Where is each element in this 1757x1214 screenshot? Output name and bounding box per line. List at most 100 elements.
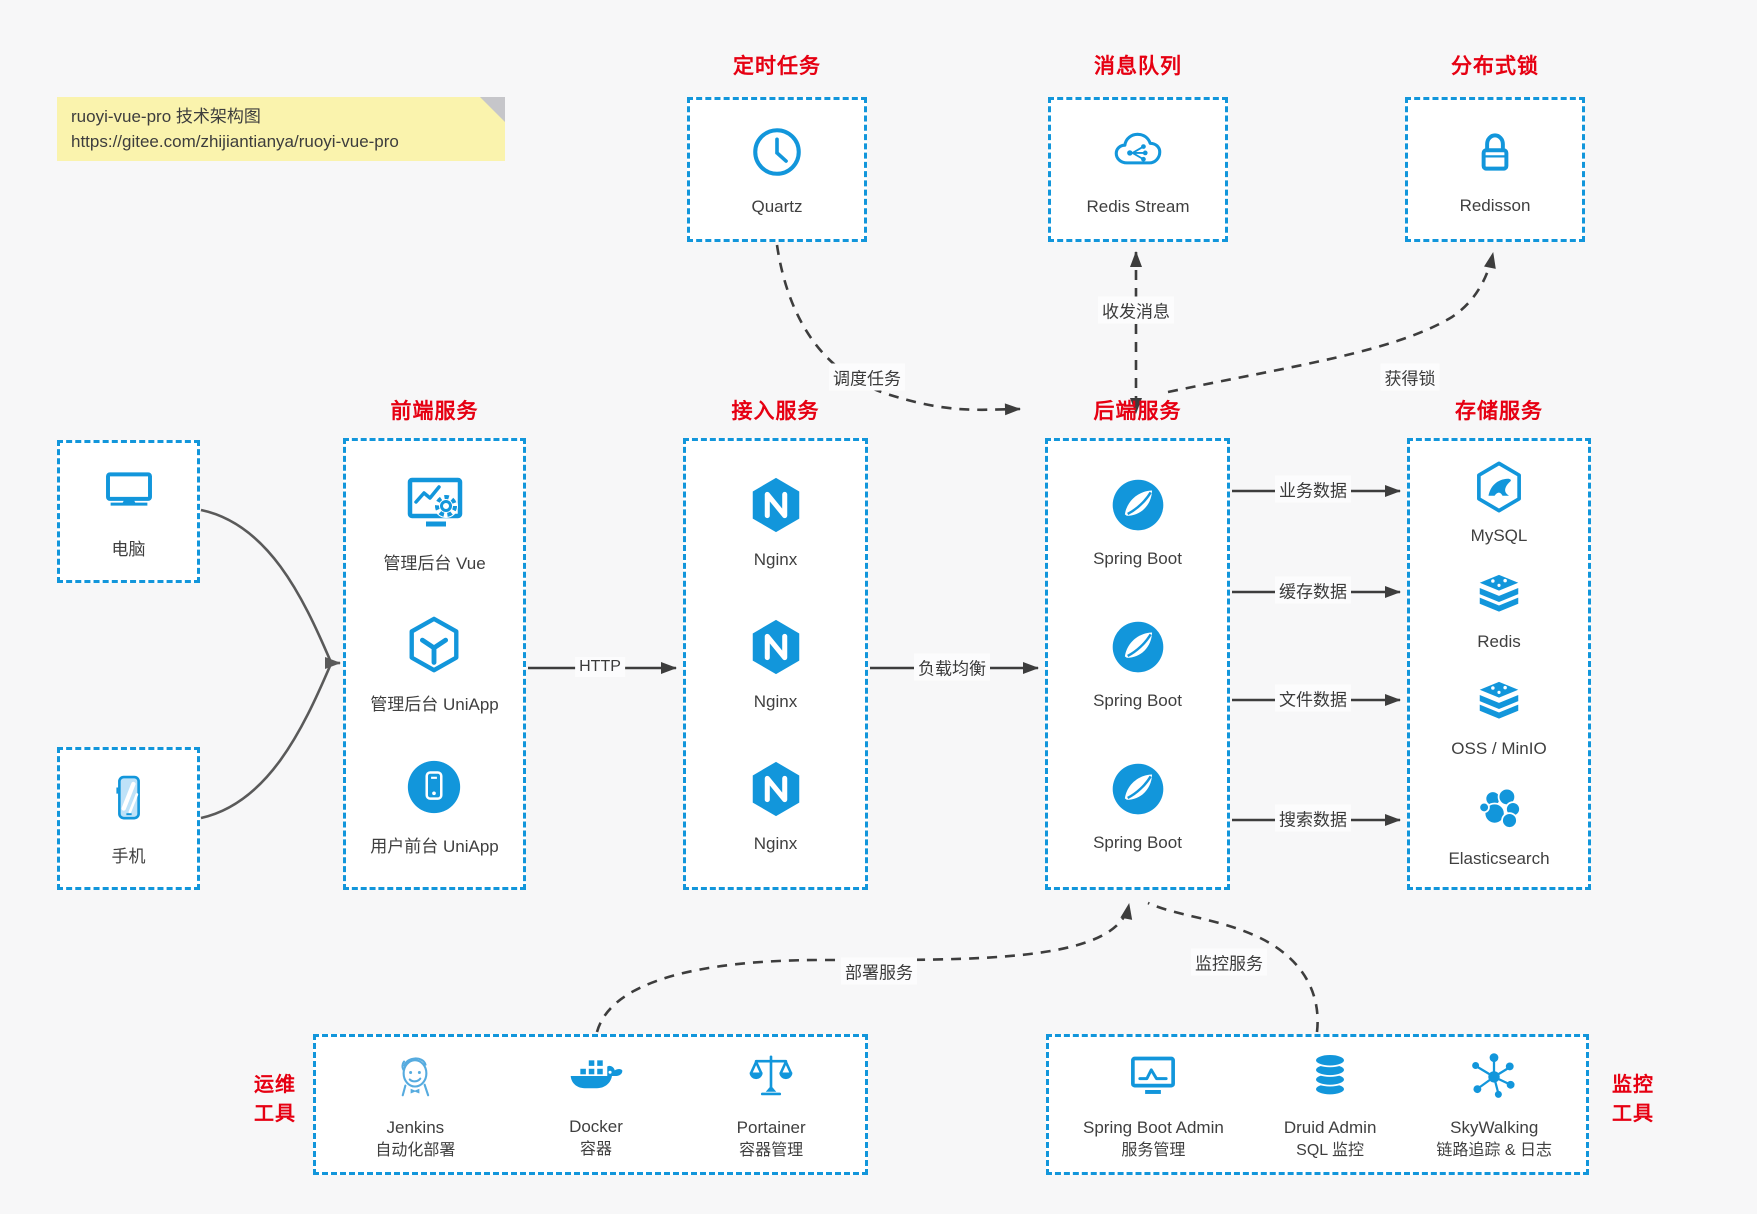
- item-label: Redisson: [1459, 195, 1531, 215]
- item-name: Portainer: [736, 1117, 806, 1137]
- nginx-icon: [745, 616, 807, 683]
- edge-label-http: HTTP: [575, 657, 625, 677]
- edge-label-search-data: 搜索数据: [1275, 804, 1351, 832]
- storage-item: MySQL: [1470, 459, 1528, 546]
- druid-database-icon: [1302, 1048, 1358, 1109]
- ops-title: 运维 工具: [240, 1071, 310, 1129]
- backend-box: Spring Boot Spring Boot Spring Boot: [1045, 438, 1230, 890]
- nginx-icon: [745, 758, 807, 825]
- item-label: 电脑: [111, 540, 146, 559]
- phone-icon: [101, 770, 157, 831]
- ops-item: Docker 容器: [566, 1049, 626, 1161]
- storage-item: Redis: [1471, 569, 1527, 652]
- item-label: Spring Boot: [1093, 549, 1182, 568]
- edge-label-cache-data: 缓存数据: [1275, 576, 1351, 604]
- item-label: Nginx: [753, 550, 798, 569]
- jenkins-icon: [387, 1048, 443, 1109]
- scheduler-box: Quartz: [687, 97, 867, 242]
- item-desc: 链路追踪 & 日志: [1436, 1141, 1552, 1159]
- item-label: Spring Boot: [1093, 691, 1182, 710]
- elasticsearch-icon: [1471, 782, 1527, 843]
- item-label: Elasticsearch: [1448, 849, 1550, 869]
- edge-label-load-balance: 负载均衡: [914, 653, 990, 681]
- edge-label-business-data: 业务数据: [1275, 475, 1351, 503]
- edge-phone-to-frontend: [200, 665, 332, 820]
- storage-title: 存储服务: [1455, 400, 1543, 423]
- item-label: MySQL: [1470, 525, 1528, 545]
- lock-title: 分布式锁: [1451, 55, 1539, 78]
- mysql-icon: [1471, 459, 1527, 520]
- mq-box: Redis Stream: [1048, 97, 1228, 242]
- gateway-item: Nginx: [745, 758, 807, 854]
- gateway-box: Nginx Nginx Nginx: [683, 438, 868, 890]
- frontend-item: 管理后台 UniApp: [370, 614, 499, 715]
- ops-box: Jenkins 自动化部署 Docker 容器 Portainer 容器管理: [313, 1034, 868, 1175]
- item-label: Redis Stream: [1086, 196, 1190, 216]
- monitoring-title-line1: 监控: [1612, 1074, 1654, 1096]
- redis-stream-cloud-icon: [1107, 123, 1169, 186]
- backend-title: 后端服务: [1093, 400, 1182, 423]
- backend-item: Spring Boot: [1093, 759, 1182, 853]
- item-desc: SQL 监控: [1296, 1141, 1365, 1159]
- gateway-title: 接入服务: [731, 400, 820, 423]
- lock-icon: [1467, 124, 1523, 185]
- edge-label-monitor: 监控服务: [1191, 948, 1267, 976]
- redis-icon: [1471, 569, 1527, 626]
- vue-admin-icon: [403, 471, 467, 540]
- oss-minio-icon: [1471, 676, 1527, 733]
- edge-label-acquire-lock: 获得锁: [1380, 363, 1440, 391]
- item-name: Druid Admin: [1283, 1117, 1377, 1137]
- ops-title-line1: 运维: [254, 1074, 296, 1096]
- frontend-box: 管理后台 Vue 管理后台 UniApp 用户前台 UniApp: [343, 438, 526, 890]
- item-desc: 自动化部署: [375, 1141, 456, 1159]
- item-label: Redis: [1477, 632, 1521, 652]
- spring-boot-icon: [1108, 759, 1168, 824]
- portainer-icon: [743, 1048, 799, 1109]
- monitoring-title: 监控 工具: [1598, 1071, 1668, 1129]
- backend-item: Spring Boot: [1093, 475, 1182, 569]
- mq-title: 消息队列: [1094, 55, 1182, 78]
- storage-item: Elasticsearch: [1448, 782, 1550, 869]
- item-name: Spring Boot Admin: [1083, 1117, 1224, 1137]
- edge-monitor: [1147, 901, 1319, 1033]
- uniapp-user-icon: [403, 756, 465, 823]
- monitoring-item: Spring Boot Admin 服务管理: [1083, 1048, 1224, 1162]
- item-label: Quartz: [751, 196, 803, 216]
- edge-label-messaging: 收发消息: [1098, 296, 1174, 324]
- scheduler-title: 定时任务: [733, 55, 821, 78]
- storage-box: MySQL Redis OSS / MinIO Elasticsearch: [1407, 438, 1591, 890]
- computer-icon: [101, 463, 157, 524]
- item-desc: 容器管理: [739, 1141, 804, 1159]
- item-label: 用户前台 UniApp: [370, 836, 499, 856]
- phone-box: 手机: [57, 747, 200, 890]
- sticky-note: ruoyi-vue-pro 技术架构图 https://gitee.com/zh…: [57, 97, 505, 161]
- ops-item: Portainer 容器管理: [737, 1048, 806, 1162]
- edge-acquire-lock: [1167, 252, 1496, 394]
- edge-label-deploy: 部署服务: [841, 957, 917, 985]
- item-desc: 服务管理: [1121, 1141, 1186, 1159]
- spring-boot-icon: [1108, 617, 1168, 682]
- monitoring-item: Druid Admin SQL 监控: [1283, 1048, 1377, 1162]
- item-name: Docker: [569, 1116, 623, 1136]
- spring-boot-icon: [1108, 475, 1168, 540]
- docker-icon: [566, 1049, 626, 1108]
- monitoring-item: SkyWalking 链路追踪 & 日志: [1436, 1048, 1552, 1162]
- item-label: 手机: [111, 847, 146, 866]
- spring-boot-admin-icon: [1125, 1048, 1181, 1109]
- item-name: SkyWalking: [1450, 1117, 1539, 1137]
- gateway-item: Nginx: [745, 474, 807, 570]
- frontend-title: 前端服务: [390, 400, 479, 423]
- frontend-item: 用户前台 UniApp: [370, 756, 499, 857]
- item-name: Jenkins: [386, 1117, 445, 1137]
- edge-label-file-data: 文件数据: [1275, 684, 1351, 712]
- backend-item: Spring Boot: [1093, 617, 1182, 711]
- lock-box: Redisson: [1405, 97, 1585, 242]
- edge-label-schedule: 调度任务: [829, 363, 905, 391]
- item-label: Nginx: [753, 834, 798, 853]
- note-url: https://gitee.com/zhijiantianya/ruoyi-vu…: [71, 131, 399, 151]
- storage-item: OSS / MinIO: [1451, 676, 1547, 759]
- gateway-item: Nginx: [745, 616, 807, 712]
- frontend-item: 管理后台 Vue: [383, 471, 486, 574]
- item-label: Spring Boot: [1093, 833, 1182, 852]
